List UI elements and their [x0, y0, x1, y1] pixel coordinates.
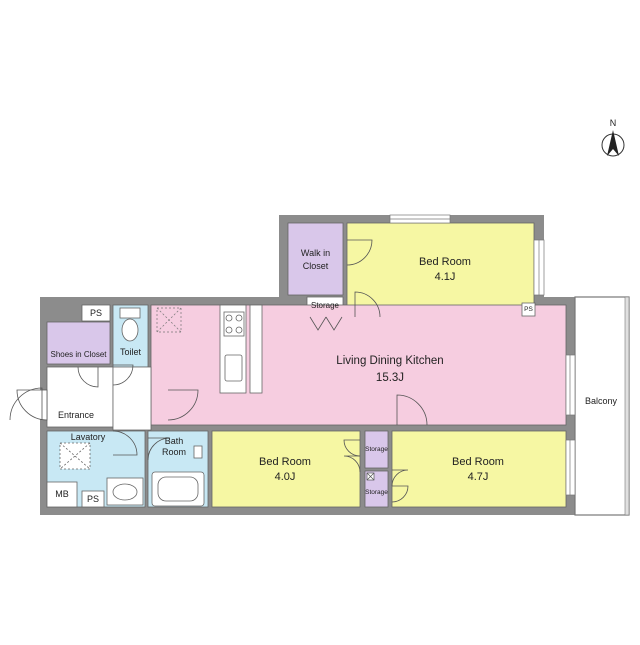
room-storage-small-1: [364, 430, 389, 469]
entrance-label: Entrance: [57, 410, 95, 420]
mb-label: MB: [55, 489, 69, 499]
storage-top-label: Storage: [310, 301, 340, 310]
bedroom-right-size: 4.7J: [467, 471, 489, 483]
room-entrance: [46, 366, 114, 428]
room-bedroom-right: [391, 430, 567, 508]
balcony-label: Balcony: [584, 396, 618, 406]
room-ps-right: [521, 302, 536, 317]
doors: [9, 239, 428, 503]
ps-right-label: PS: [524, 306, 533, 313]
room-mb: [46, 481, 78, 508]
ps-top-label: PS: [89, 308, 102, 318]
room-ps-top: [81, 304, 111, 322]
room-shoes-closet: [46, 321, 111, 365]
room-hallway: [112, 366, 152, 431]
bedroom-left-name: Bed Room: [259, 456, 311, 468]
room-bedroom-left: [211, 430, 361, 508]
balcony-area: [574, 296, 630, 516]
bedroom-top-name: Bed Room: [419, 256, 471, 268]
lavatory-label: Lavatory: [70, 432, 106, 442]
storage-small-2-label: Storage: [365, 489, 388, 496]
bedroom-right-name: Bed Room: [452, 456, 504, 468]
storage-mark: [366, 472, 375, 481]
storage-small-1-label: Storage: [365, 446, 388, 453]
walk-in-closet-line2: Closet: [302, 261, 329, 271]
walk-in-closet-line1: Walk in: [300, 248, 331, 258]
ldk-shaft: [156, 307, 182, 333]
toilet-label: Toilet: [119, 347, 141, 357]
ldk-name: Living Dining Kitchen: [336, 355, 444, 367]
bathtub: [151, 445, 205, 507]
lavatory-fixtures: [59, 442, 144, 506]
bath-room-line2: Room: [161, 447, 186, 457]
windows: [389, 214, 576, 496]
compass-label: N: [609, 118, 617, 128]
kitchen-fixtures: [219, 304, 263, 394]
shoes-closet-label: Shoes in Closet: [50, 350, 107, 359]
room-walk-in-closet: [287, 222, 344, 296]
balcony-railing: [624, 296, 630, 516]
room-ps-bottom: [81, 490, 105, 508]
ps-bottom-label: PS: [86, 494, 99, 504]
toilet-fixtures: [119, 307, 141, 342]
north-arrow-icon: [601, 130, 625, 157]
ldk-size: 15.3J: [375, 372, 405, 384]
bath-room-line1: Bath: [164, 436, 184, 446]
room-bedroom-top: [346, 222, 535, 318]
bedroom-top-size: 4.1J: [434, 271, 456, 283]
bedroom-left-size: 4.0J: [274, 471, 296, 483]
